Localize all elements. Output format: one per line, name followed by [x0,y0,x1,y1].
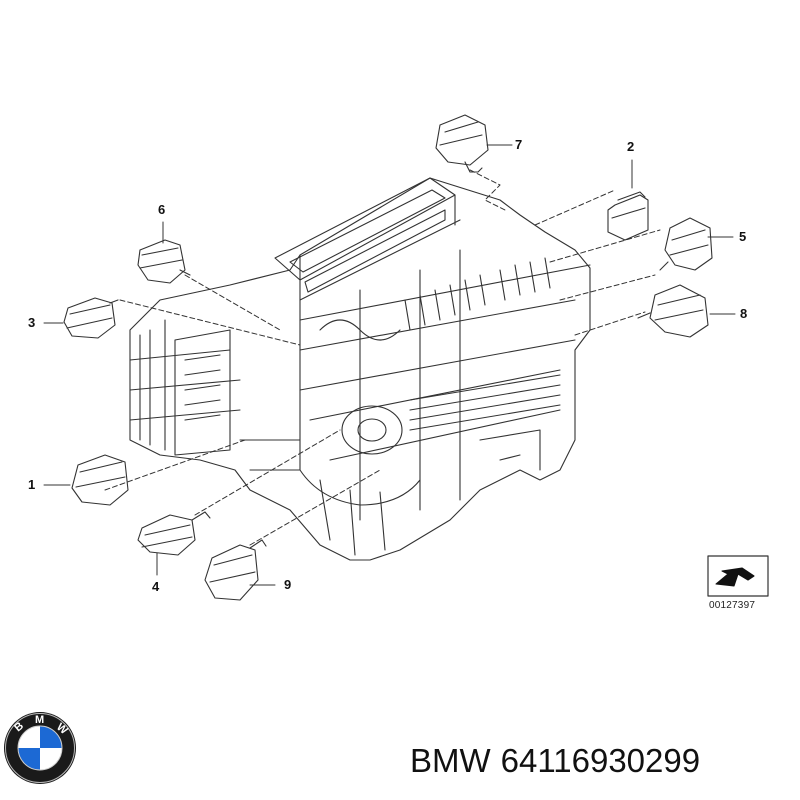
sensor-6 [137,239,191,284]
part-number: 64116930299 [500,742,701,779]
callout-1: 1 [28,477,36,492]
bmw-logo-letter-m: M [35,714,44,726]
reference-icon [707,555,769,597]
callout-lines [43,144,736,586]
brand-name: BMW [410,742,491,779]
callout-2: 2 [627,139,635,154]
actuator-4 [137,511,211,556]
sensor-2 [607,191,649,241]
callout-4: 4 [152,579,160,594]
callout-7: 7 [515,137,523,152]
callout-5: 5 [739,229,747,244]
bmw-logo: B M W [4,712,76,784]
actuator-8 [637,284,709,338]
callout-3: 3 [28,315,36,330]
hvac-housing [129,177,591,561]
callout-9: 9 [284,577,292,592]
sensor-3 [63,297,119,339]
actuator-7 [435,114,489,173]
actuator-1 [71,454,129,506]
actuator-9 [204,539,267,601]
document-id: 00127397 [709,600,756,611]
leader-lines [104,169,661,546]
actuator-5 [659,217,713,271]
callout-8: 8 [740,306,748,321]
callout-6: 6 [158,202,166,217]
